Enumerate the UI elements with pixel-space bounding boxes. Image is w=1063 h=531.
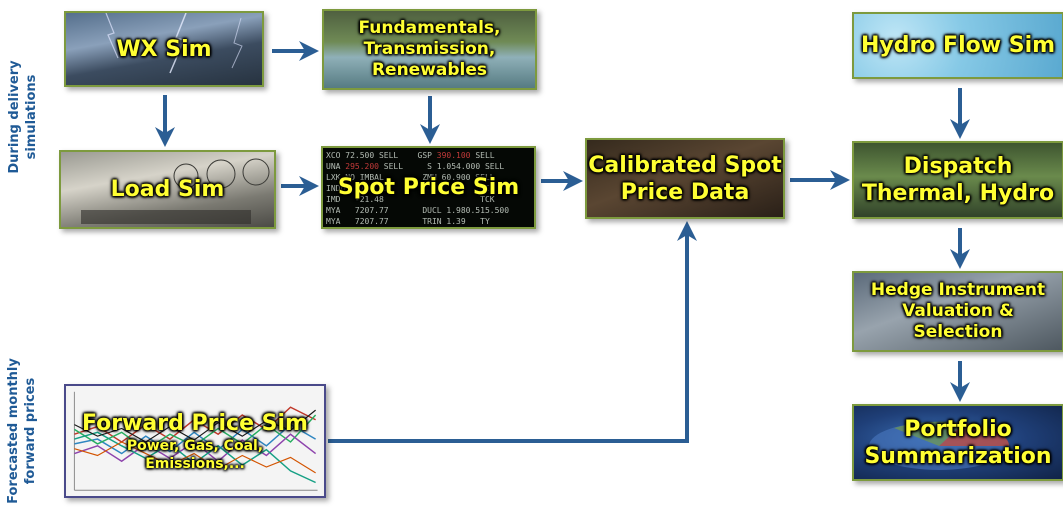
forward-price-lines-image xyxy=(68,386,322,496)
calibrated-line: Price Data xyxy=(620,179,750,205)
portfolio-line: Portfolio xyxy=(904,416,1012,442)
wx-sim-box: WX Sim xyxy=(64,11,264,87)
hedge-instrument-box: Hedge Instrument Valuation & Selection xyxy=(852,271,1063,352)
pie-chart-image xyxy=(869,421,1010,470)
side-label-line: simulations xyxy=(24,74,39,160)
load-sim-box: Load Sim xyxy=(59,150,276,229)
wx-sim-label: WX Sim xyxy=(116,36,212,62)
side-label-line: forward prices xyxy=(23,377,38,485)
fundamentals-box: Fundamentals, Transmission, Renewables xyxy=(322,9,537,90)
hedge-line: Hedge Instrument xyxy=(870,280,1046,300)
hedge-line: Selection xyxy=(913,322,1003,342)
forward-price-sim-subline: Power, Gas, Coal, xyxy=(126,437,264,454)
calibrated-line: Calibrated Spot xyxy=(588,152,782,178)
dispatch-line: Dispatch xyxy=(903,154,1013,179)
forward-price-sim-title: Forward Price Sim xyxy=(82,410,308,436)
dispatch-box: Dispatch Thermal, Hydro xyxy=(852,141,1063,219)
side-label-forecasted: Forecasted monthly forward prices xyxy=(5,333,41,529)
forward-price-sim-box: Forward Price Sim Power, Gas, Coal, Emis… xyxy=(64,384,326,498)
side-label-during-delivery: During delivery simulations xyxy=(6,32,42,202)
hedge-line: Valuation & xyxy=(902,301,1014,321)
arrow-forward-to-calibrated xyxy=(328,221,697,443)
fundamentals-line: Renewables xyxy=(371,60,488,80)
side-label-line: During delivery xyxy=(7,60,22,174)
hydro-flow-sim-label: Hydro Flow Sim xyxy=(860,33,1056,58)
forward-price-sim-subline: Emissions,... xyxy=(145,455,245,472)
load-sim-label: Load Sim xyxy=(110,177,225,202)
portfolio-summarization-box: Portfolio Summarization xyxy=(852,404,1063,481)
fundamentals-line: Transmission, xyxy=(363,39,496,59)
spot-price-sim-box: XCO 72.500 SELL GSP 390.100 SELL UNA 295… xyxy=(321,146,536,229)
stock-ticker-image: XCO 72.500 SELL GSP 390.100 SELL UNA 295… xyxy=(326,151,510,226)
calibrated-spot-price-box: Calibrated Spot Price Data xyxy=(585,138,785,219)
fundamentals-line: Fundamentals, xyxy=(358,18,501,38)
portfolio-line: Summarization xyxy=(864,443,1052,469)
meter-image xyxy=(81,158,270,224)
spot-price-sim-label: Spot Price Sim xyxy=(337,175,520,200)
lightning-image xyxy=(105,13,243,74)
side-label-line: Forecasted monthly xyxy=(6,358,21,504)
hydro-flow-sim-box: Hydro Flow Sim xyxy=(852,12,1063,79)
dispatch-line: Thermal, Hydro xyxy=(861,181,1055,206)
